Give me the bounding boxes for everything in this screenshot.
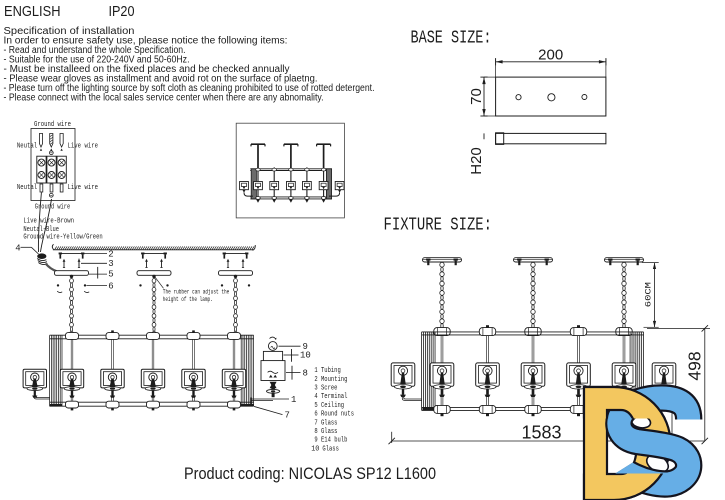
svg-text:Neutal-Blue: Neutal-Blue: [23, 226, 59, 234]
svg-text:7 Glass: 7 Glass: [314, 419, 337, 427]
svg-text:10: 10: [311, 445, 319, 453]
svg-text:8 Glass: 8 Glass: [314, 428, 337, 436]
svg-text:498: 498: [685, 351, 705, 380]
svg-text:10: 10: [300, 351, 311, 361]
svg-text:ENGLISH: ENGLISH: [4, 4, 61, 20]
svg-text:- Suitable for the use of 220-: - Suitable for the use of 220-240V and 5…: [4, 54, 190, 65]
svg-text:Live wire: Live wire: [68, 184, 99, 192]
svg-text:Neutal: Neutal: [17, 143, 37, 151]
svg-text:200: 200: [538, 47, 563, 64]
svg-text:1: 1: [291, 395, 296, 405]
svg-text:- Please turn off the lighting: - Please turn off the lighting source by…: [4, 83, 375, 94]
svg-text:7: 7: [285, 411, 290, 421]
svg-text:6: 6: [108, 281, 113, 291]
svg-text:5: 5: [108, 270, 113, 280]
svg-text:1583: 1583: [521, 422, 561, 442]
svg-text:2 Mounting: 2 Mounting: [314, 376, 347, 384]
svg-text:60CM: 60CM: [644, 282, 654, 307]
svg-text:FIXTURE SIZE:: FIXTURE SIZE:: [384, 214, 493, 235]
svg-text:9 E14 bulb: 9 E14 bulb: [314, 437, 347, 445]
svg-text:Glass: Glass: [322, 445, 339, 453]
svg-text:70: 70: [468, 88, 485, 105]
svg-text:9: 9: [303, 342, 308, 352]
svg-text:8: 8: [303, 369, 308, 379]
svg-text:4 Terminal: 4 Terminal: [314, 393, 347, 401]
svg-text:Live wire: Live wire: [68, 143, 99, 151]
svg-text:6 Round nuts: 6 Round nuts: [314, 411, 354, 419]
svg-text:- Please connect with the loca: - Please connect with the local sales se…: [4, 93, 324, 104]
svg-text:Product coding: NICOLAS SP12 L: Product coding: NICOLAS SP12 L1600: [184, 465, 436, 483]
svg-text:Neutal: Neutal: [17, 184, 37, 192]
svg-text:IP20: IP20: [109, 4, 135, 20]
svg-text:1 Tubing: 1 Tubing: [314, 367, 340, 375]
svg-text:- Must be installeed on the fi: - Must be installeed on the fixed places…: [4, 64, 290, 75]
svg-text:4: 4: [15, 243, 20, 253]
svg-text:Ground wire: Ground wire: [34, 121, 71, 129]
svg-text:The rubber can adjust the: The rubber can adjust the: [163, 288, 230, 295]
svg-text:- Please wear gloves as instal: - Please wear gloves as installment and …: [4, 74, 318, 85]
svg-text:Specification of installation: Specification of installation: [4, 26, 135, 37]
svg-text:height of the lamp.: height of the lamp.: [163, 296, 213, 303]
svg-text:2: 2: [108, 250, 113, 260]
svg-text:H20: H20: [468, 147, 485, 175]
svg-text:- Read and understand the whol: - Read and understand the whole Specific…: [4, 45, 186, 56]
svg-text:Ground wire: Ground wire: [35, 204, 70, 212]
svg-text:5 Ceiling: 5 Ceiling: [314, 402, 344, 410]
svg-text:In order to ensure safety use,: In order to ensure safety use, please no…: [4, 35, 288, 46]
svg-text:Live wire-Brown: Live wire-Brown: [23, 217, 74, 225]
svg-text:Ground wire-Yellow/Green: Ground wire-Yellow/Green: [23, 234, 102, 242]
svg-text:3 Scree: 3 Scree: [314, 385, 337, 393]
svg-text:BASE SIZE:: BASE SIZE:: [411, 28, 492, 49]
svg-text:3: 3: [108, 259, 113, 269]
